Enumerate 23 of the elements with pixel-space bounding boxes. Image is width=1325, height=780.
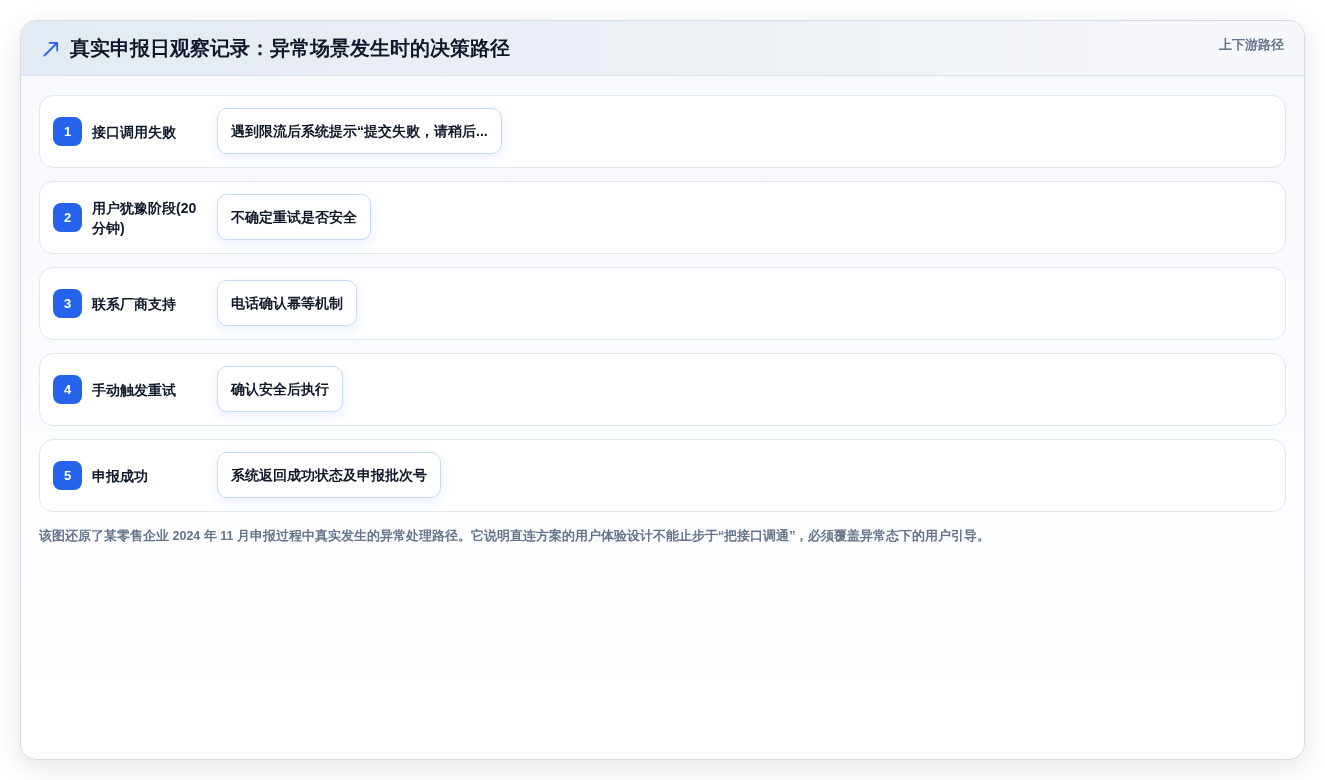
title: 真实申报日观察记录：异常场景发生时的决策路径 (70, 36, 510, 61)
step-row (39, 439, 1286, 512)
detail-box: 确认安全后执行 (217, 366, 343, 412)
detail-box: 系统返回成功状态及申报批次号 (217, 452, 441, 498)
step-row (39, 353, 1286, 426)
step-title: 手动触发重试 (92, 380, 177, 400)
number-badge: 3 (53, 289, 82, 318)
step-row (39, 181, 1286, 254)
header-label: 上下游路径 (1219, 36, 1284, 54)
step-row (39, 95, 1286, 168)
step-title: 申报成功 (92, 466, 149, 486)
detail-box: 电话确认幂等机制 (217, 280, 357, 326)
number-badge: 4 (53, 375, 82, 404)
caption: 该图还原了某零售企业 2024 年 11 月申报过程中真实发生的异常处理路径。它说明直连方案的用户体验设计不能止步于“把接口调通”，必须覆盖异常态下的用户引导。 (39, 528, 991, 544)
step-title: 用户犹豫阶段(20分钟) (92, 198, 198, 238)
step-title: 接口调用失败 (92, 122, 177, 142)
number-badge: 1 (53, 117, 82, 146)
step-title: 联系厂商支持 (92, 294, 177, 314)
step-row (39, 267, 1286, 340)
detail-box: 遇到限流后系统提示“提交失败，请稍后... (217, 108, 502, 154)
number-badge: 2 (53, 203, 82, 232)
detail-box: 不确定重试是否安全 (217, 194, 371, 240)
number-badge: 5 (53, 461, 82, 490)
